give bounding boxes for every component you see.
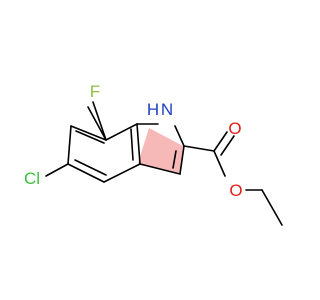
bond-c5-cl: [45, 163, 69, 177]
bond: [87, 106, 107, 141]
nh-h-label: H: [147, 100, 159, 119]
bond-carbonyl-double: [220, 135, 235, 156]
bond: [179, 145, 185, 175]
bond: [172, 150, 177, 169]
bond: [105, 123, 138, 141]
bond: [139, 163, 181, 175]
bond: [75, 130, 105, 144]
bond: [174, 125, 185, 147]
substituent-bonds: [45, 101, 283, 226]
bond-carbonyl-double: [213, 131, 228, 152]
fluorine-atom-label: F: [90, 82, 100, 101]
ring-highlight: [138, 128, 183, 173]
bond-c7-f: [92, 101, 107, 141]
bond: [74, 159, 107, 176]
bond: [70, 125, 107, 141]
bond: [136, 123, 141, 165]
ester-oxygen-label: O: [229, 181, 242, 200]
pyrrole-ring: [136, 123, 185, 175]
structure-diagram: F H N O O Cl: [24, 82, 283, 226]
bond: [103, 163, 141, 183]
bond-ch2-ch3: [261, 189, 283, 226]
molecule-canvas: F H N O O Cl: [23, 82, 283, 226]
benzene-ring: [67, 106, 141, 183]
carbonyl-oxygen-label: O: [228, 119, 241, 138]
bond: [67, 163, 105, 183]
chlorine-atom-label: Cl: [24, 169, 40, 188]
bond-c2-carbonyl: [183, 145, 215, 152]
bond: [130, 128, 134, 161]
bond: [67, 125, 72, 165]
nh-n-label: N: [161, 100, 173, 119]
bond-carbonyl-ester-o: [213, 150, 226, 177]
